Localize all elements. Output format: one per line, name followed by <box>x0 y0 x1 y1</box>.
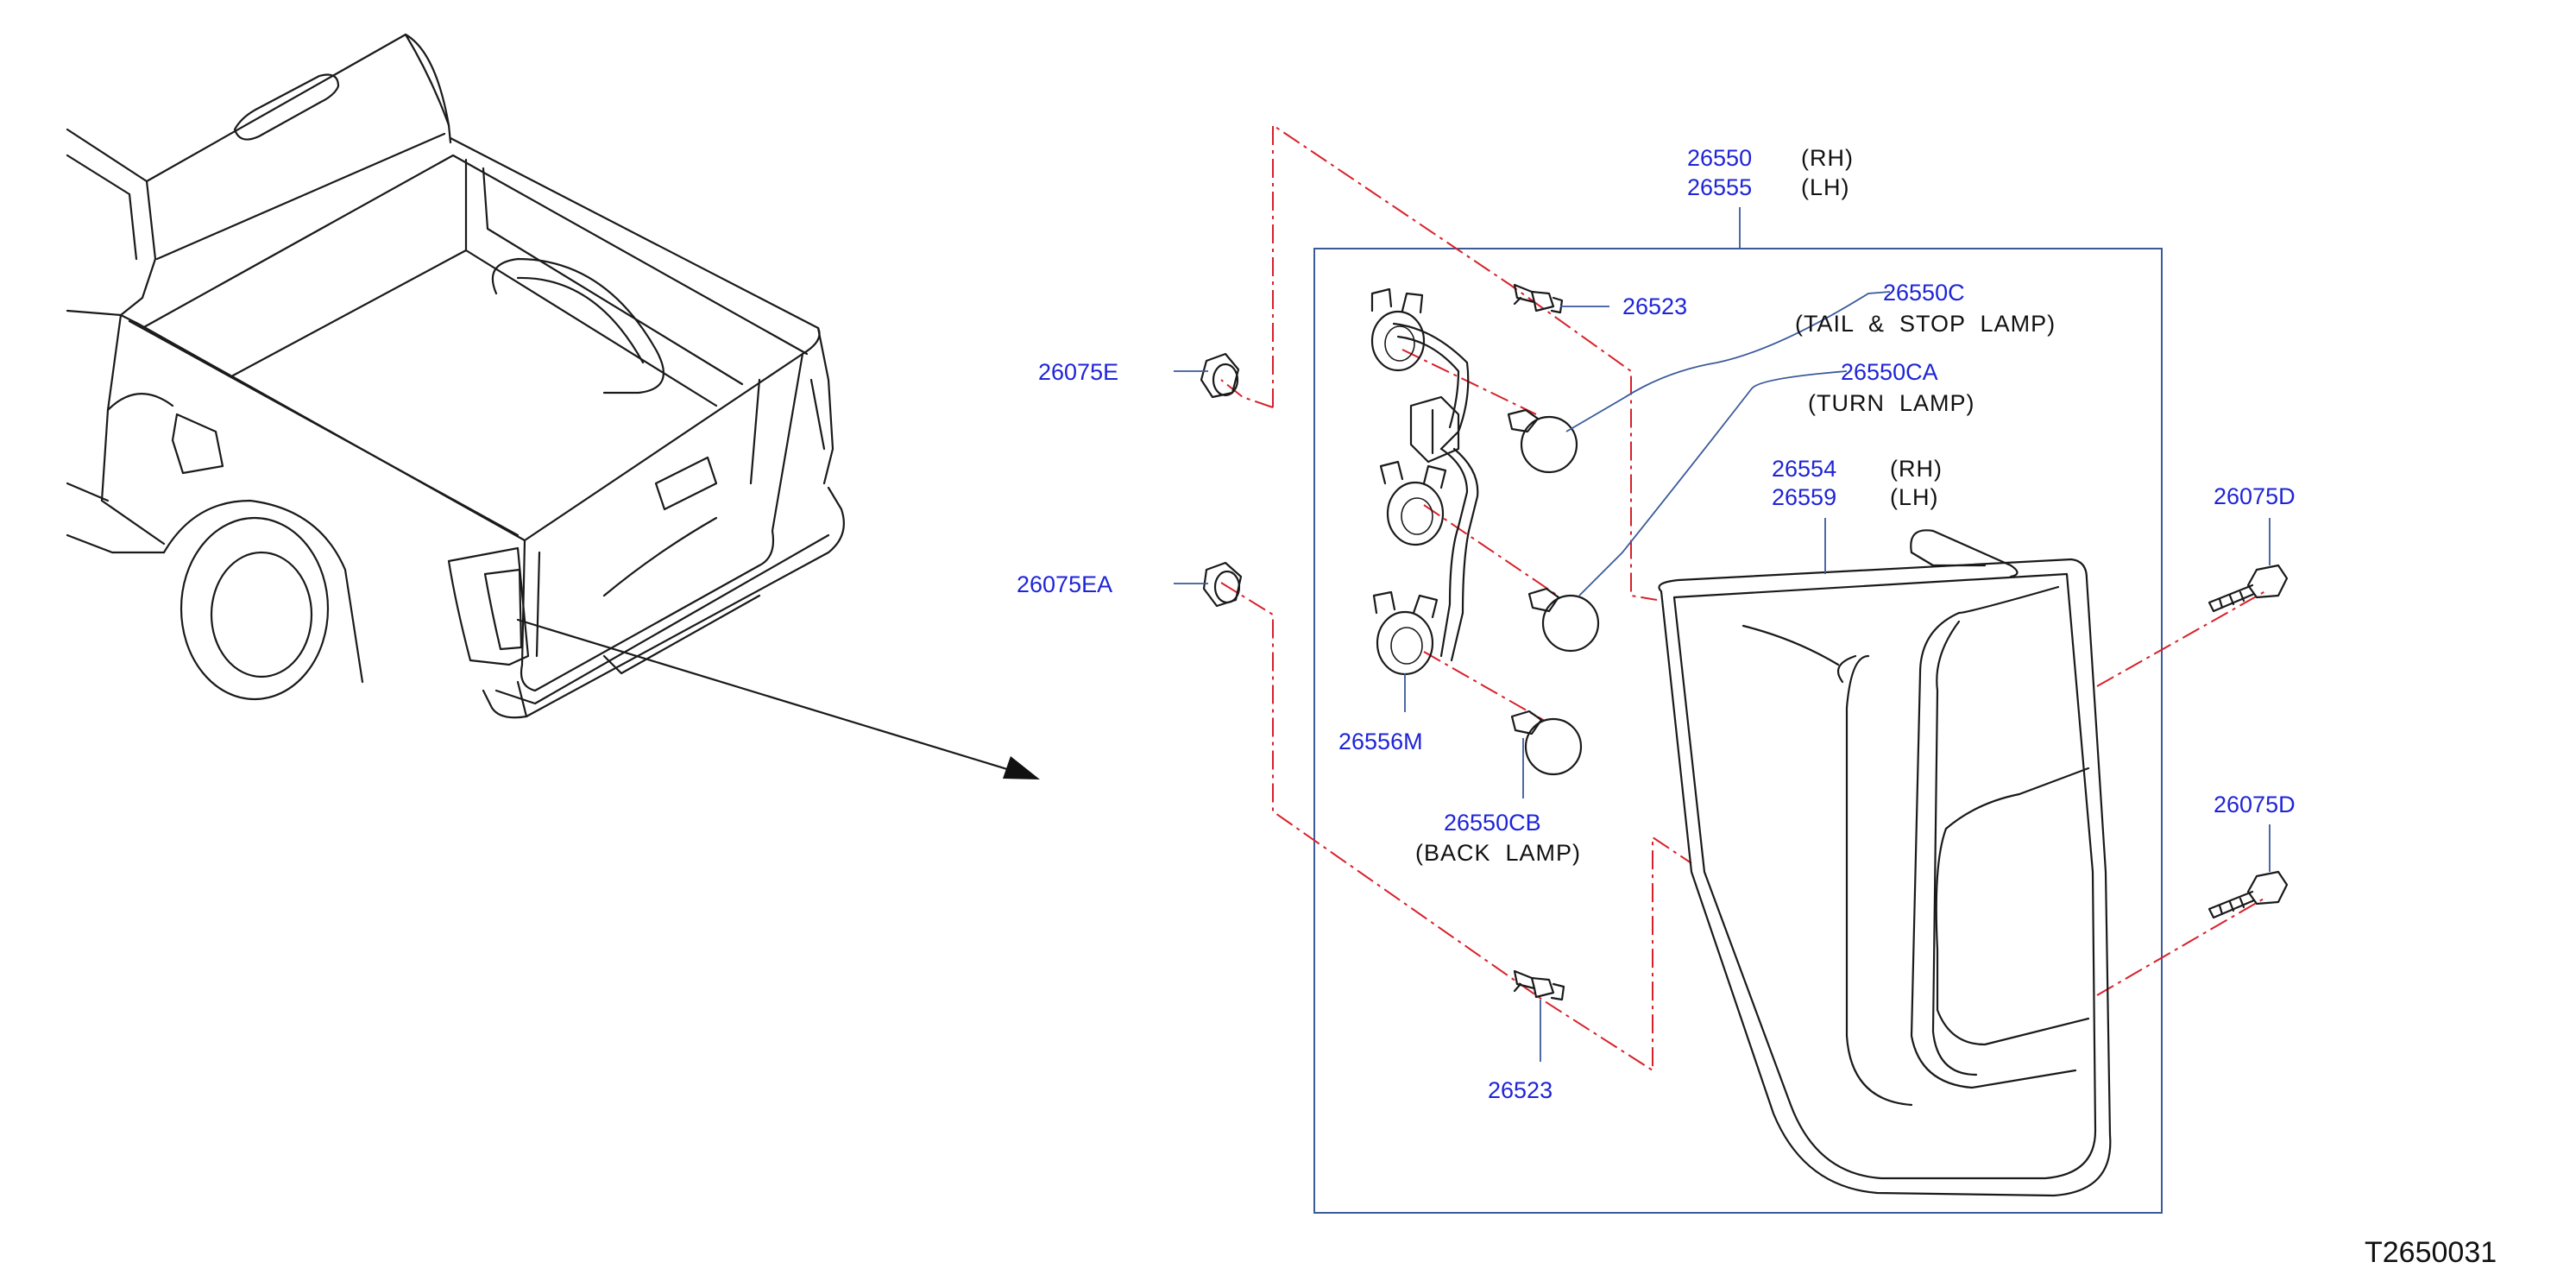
tail-stop-bulb-description: (TAIL & STOP LAMP) <box>1795 311 2056 337</box>
back-bulb-description: (BACK LAMP) <box>1415 840 1581 866</box>
grommet-upper-part-number[interactable]: 26075E <box>1038 359 1118 385</box>
socket-harness-part-number[interactable]: 26556M <box>1338 729 1423 754</box>
turn-bulb-part-number[interactable]: 26550CA <box>1841 359 1938 385</box>
truck-rear-view-icon <box>66 33 845 719</box>
callout-leaders <box>1174 291 2271 1062</box>
assembly-rh-part-number[interactable]: 26550 <box>1687 145 1752 171</box>
grommet-lower-part-number[interactable]: 26075EA <box>1017 571 1112 597</box>
lens-lh-side: (LH) <box>1890 484 1939 510</box>
bolt-lower-icon <box>2208 870 2289 919</box>
screw-bottom-icon <box>1513 969 1565 1001</box>
assembly-lh-part-number[interactable]: 26555 <box>1687 174 1752 200</box>
screw-top-icon <box>1513 283 1564 314</box>
grommet-lower-icon <box>1202 561 1243 608</box>
lens-lh-part-number[interactable]: 26559 <box>1772 484 1836 510</box>
assembly-lh-side: (LH) <box>1801 174 1850 200</box>
bulb-socket-harness-icon <box>1370 287 1479 676</box>
assembly-frame <box>1313 248 2163 1214</box>
turn-bulb-description: (TURN LAMP) <box>1808 390 1975 416</box>
assembly-rh-side: (RH) <box>1801 145 1854 171</box>
screw-bottom-part-number[interactable]: 26523 <box>1488 1077 1553 1103</box>
tail-stop-bulb-icon <box>1507 408 1578 474</box>
back-bulb-part-number[interactable]: 26550CB <box>1444 810 1541 836</box>
bolt-lower-part-number[interactable]: 26075D <box>2214 792 2296 817</box>
screw-top-part-number[interactable]: 26523 <box>1622 293 1687 319</box>
lens-rh-side: (RH) <box>1890 456 1943 482</box>
assembly-centerlines <box>1220 123 2266 1072</box>
grommet-upper-icon <box>1200 352 1240 399</box>
lens-rh-part-number[interactable]: 26554 <box>1772 456 1836 482</box>
diagram-code: T2650031 <box>2365 1236 2497 1269</box>
pointer-arrow-icon <box>516 618 1040 779</box>
turn-bulb-icon <box>1527 587 1600 653</box>
bolt-upper-icon <box>2208 564 2289 613</box>
tail-lamp-housing-icon <box>1658 529 2112 1197</box>
back-bulb-icon <box>1510 710 1583 776</box>
tail-stop-bulb-part-number[interactable]: 26550C <box>1883 280 1965 306</box>
bolt-upper-part-number[interactable]: 26075D <box>2214 483 2296 509</box>
